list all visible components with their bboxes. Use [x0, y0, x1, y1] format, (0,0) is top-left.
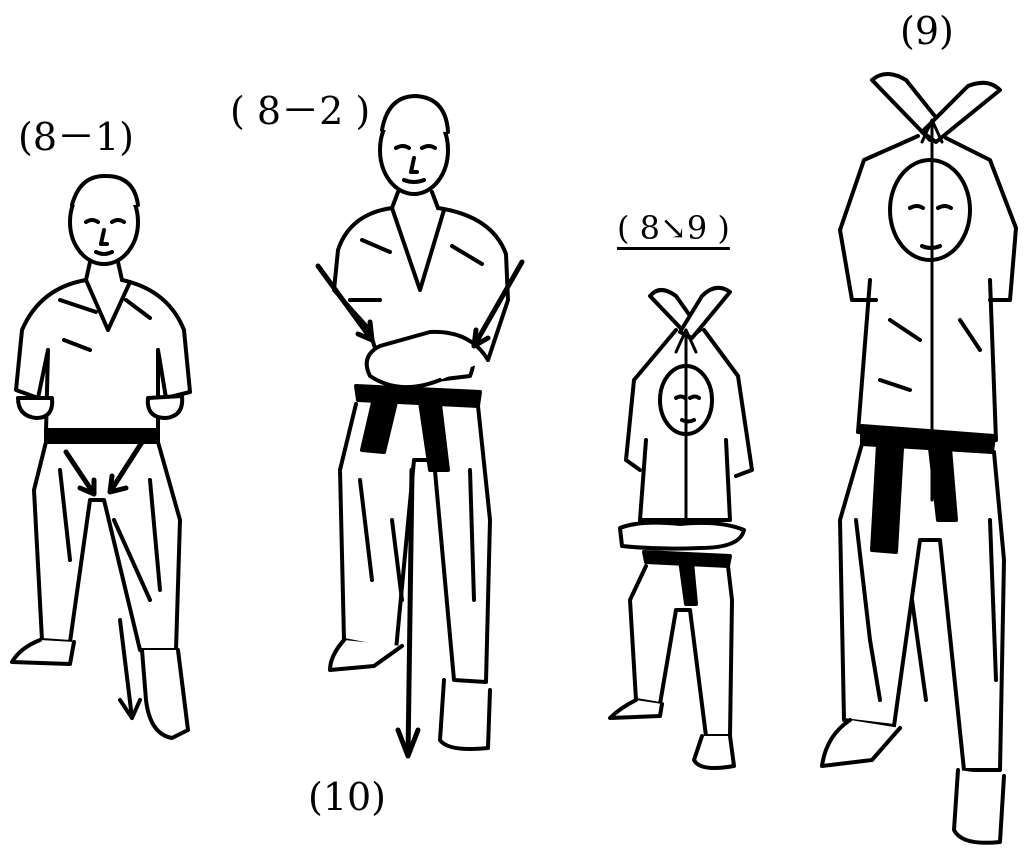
figure-8-2 [318, 96, 522, 756]
caption-10: (10) [308, 778, 386, 816]
caption-8-2: ( 8－2 ) [230, 92, 370, 130]
caption-8-1: (8－1) [18, 118, 134, 156]
caption-9: (9) [900, 12, 954, 50]
figure-8-to-9 [610, 288, 752, 768]
caption-8-to-9: ( 8↘9 ) [617, 212, 730, 244]
figure-8-1 [12, 176, 190, 738]
figure-9 [822, 74, 1016, 843]
